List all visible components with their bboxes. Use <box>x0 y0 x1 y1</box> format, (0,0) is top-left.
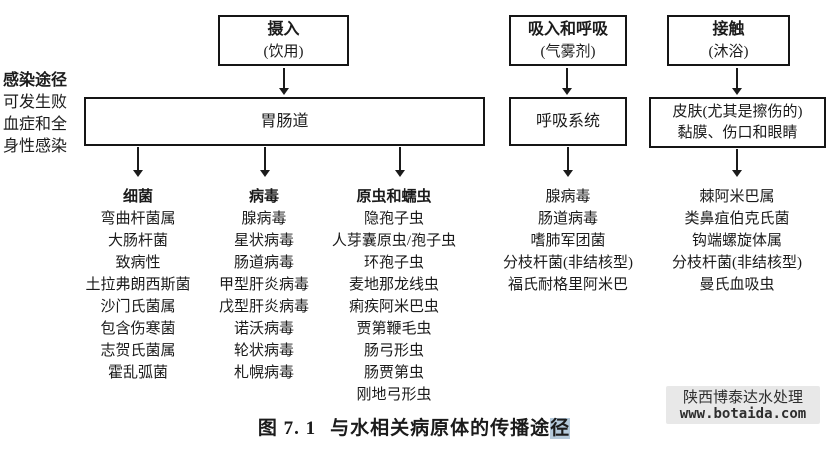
arrow-down-icon <box>732 68 742 95</box>
box-respiratory-label: 呼吸系统 <box>535 112 600 130</box>
figure-number: 图 7. 1 <box>257 418 317 439</box>
list-item: 甲型肝炎病毒 <box>218 277 309 293</box>
list-item: 戊型肝炎病毒 <box>218 299 309 315</box>
watermark-company: 陕西博泰达水处理 <box>682 387 803 406</box>
column-protozoa-helminths: 原虫和蠕虫 隐孢子虫 人芽囊原虫/孢子虫 环孢子虫 麦地那龙线虫 痢疾阿米巴虫 … <box>299 186 489 406</box>
list-item: 福氏耐格里阿米巴 <box>507 277 628 293</box>
arrow-down-icon <box>260 147 270 177</box>
box-ingestion-title: 摄入 <box>267 20 300 38</box>
list-item: 腺病毒 <box>241 211 287 227</box>
list-item: 棘阿米巴属 <box>699 189 775 205</box>
box-skin-line2: 黏膜、伤口和眼睛 <box>677 124 798 141</box>
column-contact-pathogens: 棘阿米巴属 类鼻疽伯克氏菌 钩端螺旋体属 分枝杆菌(非结核型) 曼氏血吸虫 <box>641 186 828 296</box>
list-item: 肠弓形虫 <box>363 343 424 359</box>
box-gastrointestinal: 胃肠道 <box>84 97 485 146</box>
list-item: 肠道病毒 <box>537 211 598 227</box>
box-inhalation: 吸入和呼吸 (气雾剂) <box>509 15 627 66</box>
list-item: 大肠杆菌 <box>107 233 168 249</box>
arrow-down-icon <box>279 68 289 95</box>
column-header: 原虫和蠕虫 <box>356 189 432 205</box>
arrow-down-icon <box>732 149 742 177</box>
list-item: 沙门氏菌属 <box>100 299 176 315</box>
box-skin-line1: 皮肤(尤其是擦伤的) <box>672 103 803 120</box>
list-item: 环孢子虫 <box>363 255 424 271</box>
arrow-down-icon <box>395 147 405 177</box>
list-item: 霍乱弧菌 <box>107 365 168 381</box>
list-item: 轮状病毒 <box>233 343 294 359</box>
box-inhalation-title: 吸入和呼吸 <box>527 20 608 38</box>
list-item: 曼氏血吸虫 <box>699 277 775 293</box>
list-item: 札幌病毒 <box>233 365 294 381</box>
list-item: 肠贾第虫 <box>363 365 424 381</box>
list-item: 肠道病毒 <box>233 255 294 271</box>
box-skin-mucosa: 皮肤(尤其是擦伤的) 黏膜、伤口和眼睛 <box>649 97 826 148</box>
column-viruses: 病毒 腺病毒 星状病毒 肠道病毒 甲型肝炎病毒 戊型肝炎病毒 诺沃病毒 轮状病毒… <box>179 186 349 384</box>
box-ingestion: 摄入 (饮用) <box>218 15 349 66</box>
list-item: 志贺氏菌属 <box>100 343 176 359</box>
box-inhalation-subtitle: (气雾剂) <box>540 43 596 60</box>
list-item: 腺病毒 <box>545 189 591 205</box>
box-gastrointestinal-label: 胃肠道 <box>260 112 309 130</box>
box-ingestion-subtitle: (饮用) <box>263 43 304 60</box>
list-item: 贾第鞭毛虫 <box>356 321 432 337</box>
arrow-down-icon <box>133 147 143 177</box>
infection-route-line: 可发生败 <box>3 94 68 111</box>
infection-route-line: 血症和全 <box>3 116 68 133</box>
box-contact-subtitle: (沐浴) <box>708 43 749 60</box>
infection-route-title: 感染途径 <box>3 72 68 89</box>
arrow-down-icon <box>562 68 572 95</box>
box-respiratory: 呼吸系统 <box>509 97 627 146</box>
box-contact-title: 接触 <box>712 20 745 38</box>
column-respiratory-pathogens: 腺病毒 肠道病毒 嗜肺军团菌 分枝杆菌(非结核型) 福氏耐格里阿米巴 <box>472 186 664 296</box>
infection-route-label: 感染途径 可发生败 血症和全 身性感染 <box>3 70 95 158</box>
column-header: 病毒 <box>248 189 279 205</box>
list-item: 类鼻疽伯克氏菌 <box>684 211 790 227</box>
list-item: 弯曲杆菌属 <box>100 211 176 227</box>
caption-text: 与水相关病原体的传播途 <box>330 418 551 439</box>
column-bacteria: 细菌 弯曲杆菌属 大肠杆菌 致病性 土拉弗朗西斯菌 沙门氏菌属 包含伤寒菌 志贺… <box>53 186 223 384</box>
list-item: 麦地那龙线虫 <box>348 277 439 293</box>
box-contact: 接触 (沐浴) <box>667 15 790 66</box>
list-item: 分枝杆菌(非结核型) <box>503 255 633 271</box>
list-item: 土拉弗朗西斯菌 <box>85 277 191 293</box>
list-item: 嗜肺军团菌 <box>530 233 606 249</box>
list-item: 诺沃病毒 <box>233 321 294 337</box>
list-item: 刚地弓形虫 <box>356 387 432 403</box>
caption-highlighted-char: 径 <box>550 418 571 439</box>
list-item: 星状病毒 <box>233 233 294 249</box>
arrow-down-icon <box>563 147 573 177</box>
list-item: 人芽囊原虫/孢子虫 <box>331 233 457 249</box>
infection-route-line: 身性感染 <box>3 138 68 155</box>
list-item: 隐孢子虫 <box>363 211 424 227</box>
list-item: 钩端螺旋体属 <box>691 233 782 249</box>
list-item: 包含伤寒菌 <box>100 321 176 337</box>
watermark-url: www.botaida.com <box>679 405 807 422</box>
list-item: 致病性 <box>115 255 161 271</box>
list-item: 分枝杆菌(非结核型) <box>672 255 802 271</box>
figure-caption: 图 7. 1 与水相关病原体的传播途径 <box>0 413 828 440</box>
watermark: 陕西博泰达水处理 www.botaida.com <box>666 386 820 424</box>
column-header: 细菌 <box>122 189 153 205</box>
list-item: 痢疾阿米巴虫 <box>348 299 439 315</box>
